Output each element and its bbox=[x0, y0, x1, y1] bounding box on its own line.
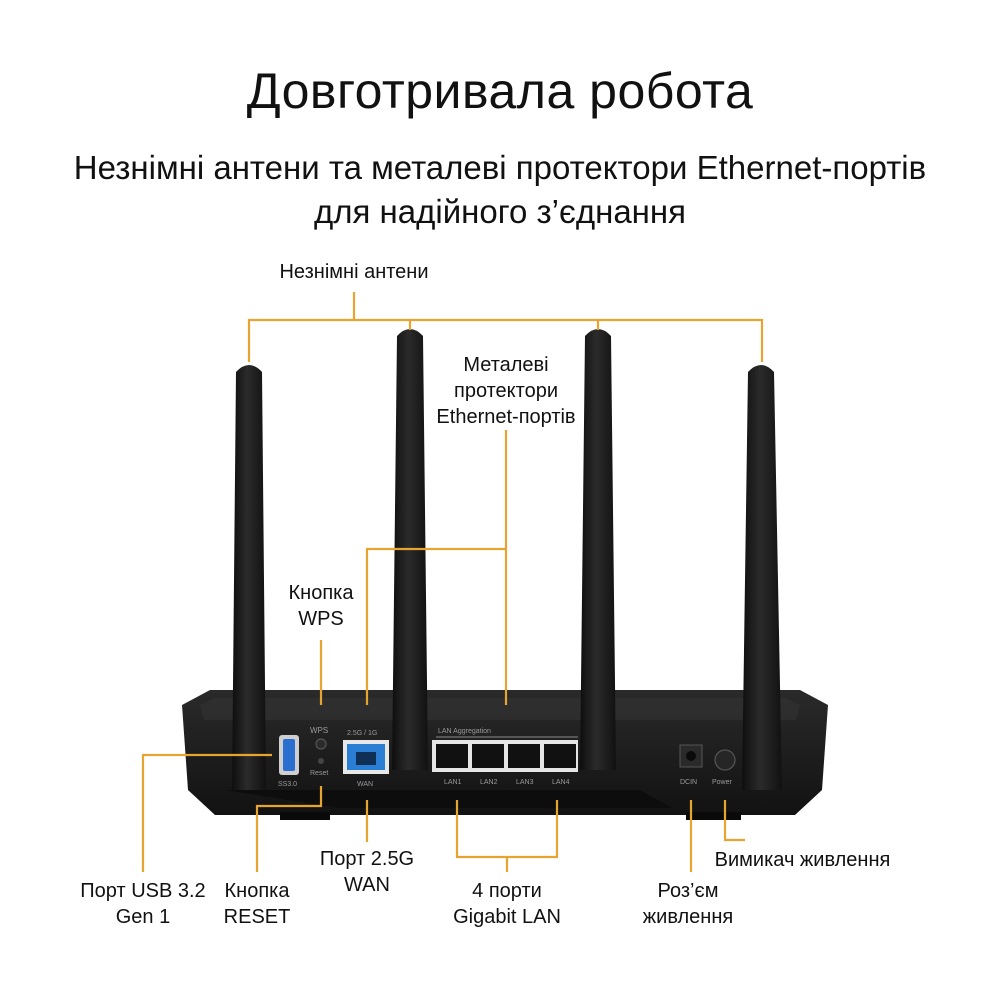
reset-button-label: Кнопка RESET bbox=[207, 878, 307, 930]
power-connector-line-2: живлення bbox=[642, 906, 734, 928]
metal-protectors-line-1: Металеві bbox=[463, 354, 549, 376]
reset-button bbox=[318, 758, 324, 764]
lan-aggregation-marking: LAN Aggregation bbox=[438, 728, 491, 735]
lan4-marking: LAN4 bbox=[552, 779, 570, 786]
power-callout-line bbox=[723, 800, 745, 842]
lan-ports-line-2: Gigabit LAN bbox=[453, 906, 561, 928]
wan-port-label: Порт 2.5G WAN bbox=[307, 846, 427, 898]
usb-port: SS3.0 bbox=[278, 735, 299, 788]
usb-port-line-2: Gen 1 bbox=[115, 906, 171, 928]
antenna-4 bbox=[742, 365, 782, 790]
antenna-3 bbox=[580, 329, 616, 770]
lan1-marking: LAN1 bbox=[444, 779, 462, 786]
usb-marking: SS3.0 bbox=[278, 781, 297, 788]
usb-callout-line bbox=[141, 753, 272, 872]
antennas-label: Незнімні антени bbox=[279, 261, 429, 283]
wps-reset-buttons: WPS Reset bbox=[310, 726, 328, 777]
usb-port-line-1: Порт USB 3.2 bbox=[80, 880, 206, 902]
wan-speed-marking: 2.5G / 1G bbox=[347, 730, 377, 737]
power-button bbox=[714, 749, 736, 771]
metal-protectors-line-3: Ethernet-портів bbox=[436, 406, 576, 428]
reset-button-line-2: RESET bbox=[223, 906, 291, 928]
wan-port-line-2: WAN bbox=[344, 874, 390, 896]
usb-port-label: Порт USB 3.2 Gen 1 bbox=[68, 878, 218, 930]
lan-ports-line-1: 4 порти bbox=[472, 880, 542, 902]
reset-button-line-1: Кнопка bbox=[224, 880, 290, 902]
dcin-marking: DCIN bbox=[680, 779, 697, 786]
power-switch-label: Вимикач живлення bbox=[714, 849, 891, 871]
page-subtitle: Незнімні антени та металеві протектори E… bbox=[0, 146, 1000, 234]
wan-port-line-1: Порт 2.5G bbox=[319, 848, 415, 870]
wan-port: 2.5G / 1G WAN bbox=[343, 730, 389, 788]
wps-button-line-2: WPS bbox=[298, 608, 344, 630]
lan2-marking: LAN2 bbox=[480, 779, 498, 786]
lan-ports-label: 4 порти Gigabit LAN bbox=[427, 878, 587, 930]
metal-protectors-line-2: протектори bbox=[453, 380, 559, 402]
lan-ports: LAN Aggregation LAN1 LAN2 LAN3 LAN4 bbox=[432, 728, 578, 786]
lan3-marking: LAN3 bbox=[516, 779, 534, 786]
reset-callout-line bbox=[255, 786, 323, 872]
power-connector-label: Роз’єм живлення bbox=[628, 878, 748, 930]
reset-marking: Reset bbox=[310, 770, 328, 777]
power-connector-line-1: Роз’єм bbox=[657, 880, 719, 902]
power-marking: Power bbox=[712, 779, 733, 786]
wan-marking: WAN bbox=[357, 781, 373, 788]
wps-button-label: Кнопка WPS bbox=[271, 580, 371, 632]
wps-button bbox=[315, 738, 327, 750]
power-section: DCIN Power bbox=[679, 744, 736, 786]
metal-protectors-label: Металеві протектори Ethernet-портів bbox=[426, 352, 586, 430]
wps-button-line-1: Кнопка bbox=[288, 582, 354, 604]
callout-lines bbox=[141, 292, 764, 872]
protector-callout-line bbox=[365, 547, 506, 705]
subtitle-line-1: Незнімні антени та металеві протектори E… bbox=[73, 149, 927, 186]
antenna-1 bbox=[232, 365, 266, 790]
page-title: Довготривала робота bbox=[246, 63, 754, 119]
wps-marking: WPS bbox=[310, 726, 328, 735]
antenna-callout-line bbox=[247, 318, 764, 362]
subtitle-line-2: для надійного з’єднання bbox=[313, 193, 686, 230]
